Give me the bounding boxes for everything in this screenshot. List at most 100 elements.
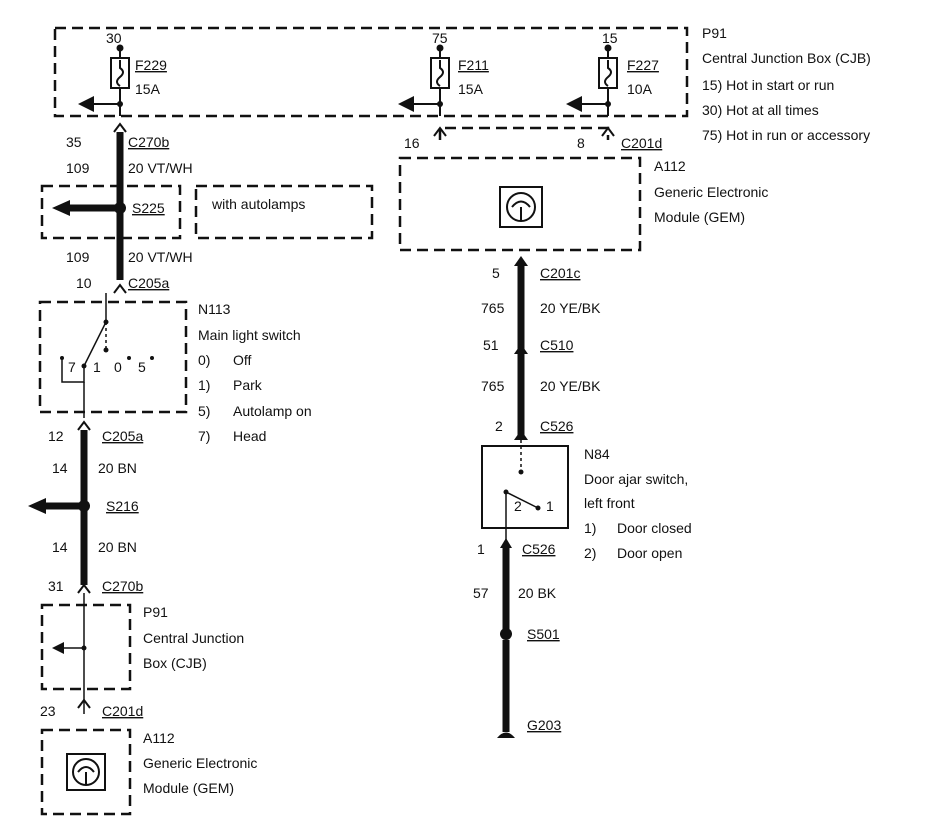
c270b-bottom-pin: 31 <box>48 578 64 594</box>
c526-top-pin: 2 <box>495 418 503 434</box>
switch-contact-1: 1 <box>93 359 101 375</box>
c205a-top-label: C205a <box>128 275 169 291</box>
gem-top-line1: Generic Electronic <box>654 184 768 200</box>
c510-pin: 51 <box>483 337 499 353</box>
c201d-link <box>438 126 610 140</box>
wire1-circuit: 109 <box>66 160 90 176</box>
door-contact-2: 2 <box>514 498 522 514</box>
cjb-bottom-line2: Box (CJB) <box>143 655 207 671</box>
gem-top-id: A112 <box>654 158 686 174</box>
gem-bottom-line2: Module (GEM) <box>143 780 234 796</box>
gem-module-icon <box>499 186 543 228</box>
fuse-f227-feed: 15 <box>602 30 618 46</box>
cjb-top: P91 Central Junction Box (CJB) 15) Hot i… <box>53 25 871 143</box>
s225-outline <box>40 184 182 240</box>
door-switch-blade <box>505 491 539 509</box>
wire765b-circuit: 765 <box>481 378 505 394</box>
ground-icon <box>497 732 515 738</box>
fuse-f227-rating: 10A <box>627 81 653 97</box>
wire765a-spec: 20 YE/BK <box>540 300 601 316</box>
s216-label: S216 <box>106 498 139 514</box>
wire4-circuit: 14 <box>52 539 68 555</box>
fuse-f227-label: F227 <box>627 57 659 73</box>
switch-pos-1-key: 1) <box>198 377 210 393</box>
c526-top-label: C526 <box>540 418 574 434</box>
wire765b-spec: 20 YE/BK <box>540 378 601 394</box>
c201d-right-label: C201d <box>621 135 662 151</box>
c201d-right-pin-16: 16 <box>404 135 420 151</box>
fuse-f229: 30 F229 15A <box>78 30 167 116</box>
cjb-top-outline <box>53 26 689 118</box>
autolamps-note-outline <box>194 184 374 240</box>
connector-arrow-icon <box>77 583 91 594</box>
s501-splice-dot <box>500 628 512 640</box>
connector-arrow-icon <box>433 126 447 137</box>
fuse-f211-label: F211 <box>458 57 489 73</box>
c201d-left-label: C201d <box>102 703 143 719</box>
door-switch-line2: left front <box>584 495 635 511</box>
s225-label: S225 <box>132 200 165 216</box>
c526-bottom-pin: 1 <box>477 541 485 557</box>
connector-arrow-icon <box>514 256 528 266</box>
c270b-top-pin: 35 <box>66 134 82 150</box>
connector-arrow-icon <box>500 538 512 548</box>
switch-contact-0: 0 <box>114 359 122 375</box>
cjb-bottom-line1: Central Junction <box>143 630 244 646</box>
c201d-right-pin-8: 8 <box>577 135 585 151</box>
fuse-f211-rating: 15A <box>458 81 484 97</box>
wire3-circuit: 14 <box>52 460 68 476</box>
fuse-f211-feed: 75 <box>432 30 448 46</box>
cjb-legend-15: 15) Hot in start or run <box>702 77 834 93</box>
switch-name: Main light switch <box>198 327 301 343</box>
switch-pos-0-key: 0) <box>198 352 210 368</box>
connector-arrow-icon <box>113 283 127 294</box>
wire57-spec: 20 BK <box>518 585 557 601</box>
door-switch-line1: Door ajar switch, <box>584 471 688 487</box>
door-state-1-text: Door closed <box>617 520 692 536</box>
fuse-f229-rating: 15A <box>135 81 161 97</box>
door-contact-1: 1 <box>546 498 554 514</box>
switch-contact-5: 5 <box>138 359 146 375</box>
door-switch-box <box>481 445 569 529</box>
connector-arrow-icon <box>514 344 528 354</box>
c205a-bottom-label: C205a <box>102 428 143 444</box>
c526-bottom-label: C526 <box>522 541 556 557</box>
switch-blade <box>83 321 107 367</box>
wire57-circuit: 57 <box>473 585 489 601</box>
connector-arrow-icon <box>514 430 528 440</box>
splice-arrow-icon <box>52 200 70 216</box>
c270b-top-label: C270b <box>128 134 169 150</box>
c201c-pin: 5 <box>492 265 500 281</box>
gem-bottom-line1: Generic Electronic <box>143 755 257 771</box>
switch-pos-5-key: 5) <box>198 403 210 419</box>
gem-top-line2: Module (GEM) <box>654 209 745 225</box>
switch-pos-0-text: Off <box>233 352 252 368</box>
cjb-bottom-id: P91 <box>143 604 168 620</box>
c270b-bottom-label: C270b <box>102 578 143 594</box>
cjb-top-id: P91 <box>702 25 727 41</box>
gem-module-icon <box>66 753 106 791</box>
fuse-f211: 75 F211 15A <box>398 30 489 112</box>
door-switch-id: N84 <box>584 446 610 462</box>
switch-id: N113 <box>198 301 231 317</box>
wire3-spec: 20 BN <box>98 460 137 476</box>
door-state-2-text: Door open <box>617 545 682 561</box>
wire1-spec: 20 VT/WH <box>128 160 193 176</box>
switch-contact-7: 7 <box>68 359 76 375</box>
cjb-legend-30: 30) Hot at all times <box>702 102 819 118</box>
gem-bottom-id: A112 <box>143 730 175 746</box>
switch-pos-7-text: Head <box>233 428 266 444</box>
gem-bottom-outline <box>40 728 132 816</box>
switch-pos-7-key: 7) <box>198 428 210 444</box>
splice-arrow-icon <box>28 498 46 514</box>
switch-pos-5-text: Autolamp on <box>233 403 312 419</box>
connector-arrow-icon <box>77 420 91 431</box>
c205a-top-pin: 10 <box>76 275 92 291</box>
fuse-f229-label: F229 <box>135 57 167 73</box>
wire2-spec: 20 VT/WH <box>128 249 193 265</box>
s225-note: with autolamps <box>211 196 305 212</box>
main-light-switch-outline <box>38 300 188 414</box>
wire4-spec: 20 BN <box>98 539 137 555</box>
c205a-bottom-pin: 12 <box>48 428 64 444</box>
